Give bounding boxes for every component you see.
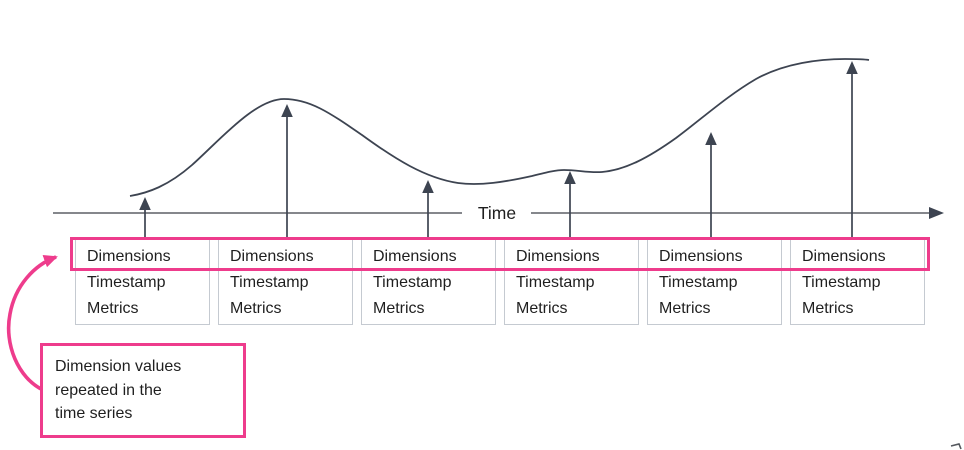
axis-arrowhead-icon (929, 207, 944, 219)
callout-text-line: repeated in the (55, 381, 162, 399)
callout-box: Dimension values repeated in the time se… (40, 343, 246, 438)
callout-text-line: time series (55, 405, 133, 422)
record-dimensions-label: Dimensions (802, 248, 886, 265)
up-arrowhead-icon (705, 132, 717, 145)
record-timestamp-label: Timestamp (87, 274, 166, 291)
value-arrows (144, 72, 853, 237)
record-dimensions-label: Dimensions (373, 248, 457, 265)
record-metrics-label: Metrics (373, 300, 425, 317)
up-arrowhead-icon (846, 61, 858, 74)
record-timestamp-label: Timestamp (516, 274, 595, 291)
record-box: Dimensions Timestamp Metrics (790, 239, 925, 325)
callout-arrow (6, 254, 58, 392)
record-timestamp-label: Timestamp (373, 274, 452, 291)
record-box: Dimensions Timestamp Metrics (361, 239, 496, 325)
corner-mark (950, 443, 962, 450)
record-timestamp-label: Timestamp (802, 274, 881, 291)
time-series-curve (129, 58, 870, 197)
value-arrowheads (139, 61, 858, 210)
dimensions-highlight-band (70, 237, 930, 271)
record-metrics-label: Metrics (230, 300, 282, 317)
up-arrowhead-icon (564, 171, 576, 184)
record-metrics-label: Metrics (516, 300, 568, 317)
up-arrowhead-icon (139, 197, 151, 210)
up-arrowhead-icon (422, 180, 434, 193)
record-timestamp-label: Timestamp (659, 274, 738, 291)
record-metrics-label: Metrics (802, 300, 854, 317)
record-metrics-label: Metrics (87, 300, 139, 317)
record-dimensions-label: Dimensions (516, 248, 600, 265)
record-dimensions-label: Dimensions (659, 248, 743, 265)
record-box: Dimensions Timestamp Metrics (218, 239, 353, 325)
callout-text-line: Dimension values (55, 358, 182, 375)
up-arrowhead-icon (281, 104, 293, 117)
record-metrics-label: Metrics (659, 300, 711, 317)
record-box: Dimensions Timestamp Metrics (504, 239, 639, 325)
record-dimensions-label: Dimensions (230, 248, 314, 265)
time-axis-label: Time (478, 203, 516, 223)
record-dimensions-label: Dimensions (87, 248, 171, 265)
record-timestamp-label: Timestamp (230, 274, 309, 291)
